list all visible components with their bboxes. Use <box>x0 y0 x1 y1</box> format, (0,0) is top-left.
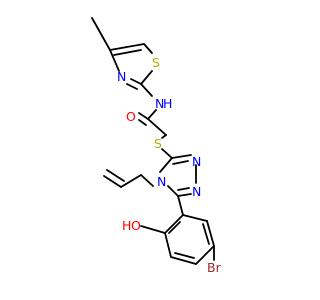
atom-label-layer: S N N H O S N N N O H Br <box>117 55 222 275</box>
bond-methyl <box>91 17 111 51</box>
bond-n4-allyl <box>140 174 154 187</box>
bond-ph-c5-c6 <box>206 220 215 247</box>
phenol-oxygen-label: O <box>131 218 141 233</box>
bond-thiazole-c5-s <box>143 43 153 54</box>
bond-ph-oh <box>140 225 166 234</box>
triazole-nitrogen-4-label: N <box>157 174 166 189</box>
bond-thiazole-c2-n3-double <box>126 83 138 90</box>
bond-ch2-s <box>161 134 167 139</box>
bond-allyl-terminal <box>103 175 122 188</box>
bond-thiazole-c4-c5-double <box>113 49 142 56</box>
bond-nh-carbonyl <box>147 109 157 120</box>
amide-hydrogen-label: H <box>163 96 172 111</box>
bond-allyl-terminal-double <box>106 169 125 182</box>
bond-carbonyl-ch2 <box>147 118 167 136</box>
bond-triazole-n2-c3-double <box>177 187 190 191</box>
bond-s-triazole <box>161 148 173 159</box>
bond-thiazole-c4-c5 <box>109 43 145 51</box>
bond-c2-nh <box>140 83 153 97</box>
phenol-hydrogen-label: H <box>122 218 131 233</box>
thiazole-nitrogen-label: N <box>117 69 126 84</box>
bond-thiazole-n3-c4 <box>109 49 120 72</box>
bond-thiazole-s-c2 <box>140 70 153 85</box>
bond-triazole-n2-c3 <box>177 193 192 197</box>
bond-thiazole-c2-n3 <box>130 78 142 85</box>
bond-triazole-c5-n1 <box>171 154 192 159</box>
bond-triazole-n4-c5 <box>159 157 173 173</box>
bond-ph-c3-c4 <box>170 256 197 265</box>
molecule-structure-diagram: S N N H O S N N N O H Br <box>91 17 222 275</box>
bond-carbonyl-o-double <box>138 119 147 126</box>
triazole-nitrogen-1-label: N <box>192 154 201 169</box>
bromine-label: Br <box>207 260 222 275</box>
bond-carbonyl-o <box>138 112 149 120</box>
bond-ph-double-2 <box>174 252 195 259</box>
triazole-nitrogen-2-label: N <box>192 184 201 199</box>
thioether-sulfur-label: S <box>154 136 162 151</box>
bond-allyl-ch <box>120 174 142 188</box>
carbonyl-oxygen-label: O <box>126 109 136 124</box>
bond-ph-double-3 <box>202 223 210 245</box>
bond-triazole-c3-n4 <box>167 185 179 197</box>
bond-ph-c2-c3 <box>164 232 172 258</box>
bond-triazole-phenyl <box>177 195 184 216</box>
bond-ph-c6-c1 <box>182 214 208 222</box>
thiazole-sulfur-label: S <box>152 55 160 70</box>
bond-ph-c4-c5 <box>195 245 215 265</box>
bond-ph-double-1 <box>168 221 181 234</box>
bond-triazole-c5-n1-double <box>172 160 189 165</box>
bond-layer <box>91 17 215 265</box>
bond-ph-c1-c2 <box>164 214 184 234</box>
amide-nitrogen-label: N <box>155 96 164 111</box>
